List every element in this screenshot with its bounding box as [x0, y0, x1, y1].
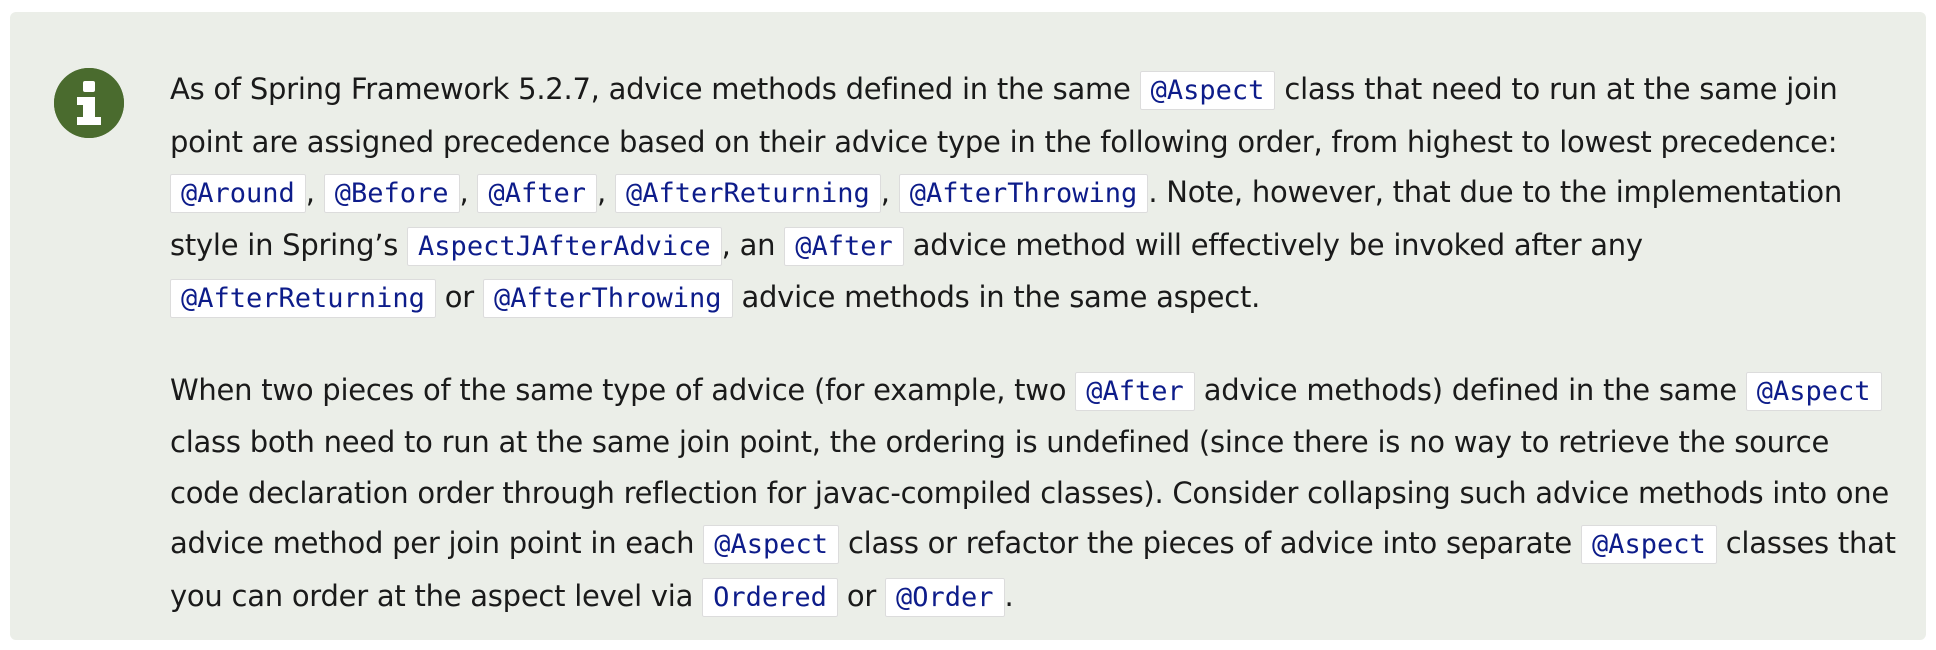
text-span: , [880, 175, 899, 209]
text-span: As of Spring Framework 5.2.7, advice met… [170, 72, 1140, 106]
text-span: , [459, 175, 478, 209]
text-span: . Note, however, that due to the impleme… [170, 175, 1843, 262]
admonition-content: As of Spring Framework 5.2.7, advice met… [170, 64, 1900, 623]
paragraph-same-type-advice: When two pieces of the same type of advi… [170, 365, 1900, 624]
text-span: , [305, 175, 324, 209]
text-span: class or refactor the pieces of advice i… [839, 526, 1581, 560]
text-span: . [1004, 578, 1014, 613]
code-aspect: @Aspect [703, 525, 839, 564]
code-afterthrowing: @AfterThrowing [482, 279, 733, 318]
code-after: @After [1075, 371, 1195, 411]
code-afterthrowing: @AfterThrowing [898, 174, 1149, 213]
code-after: @After [784, 226, 904, 266]
text-span: , [597, 175, 615, 209]
code-after: @After [477, 174, 598, 213]
code-aspect: @Aspect [1745, 371, 1882, 411]
text-span: advice methods in the same aspect. [732, 280, 1261, 314]
paragraph-advice-precedence: As of Spring Framework 5.2.7, advice met… [170, 64, 1900, 325]
note-admonition: As of Spring Framework 5.2.7, advice met… [10, 12, 1926, 640]
code-ordered: Ordered [702, 577, 838, 617]
text-span: classes that you can order at the aspect… [170, 526, 1896, 613]
text-span: class that need to run at the same join … [170, 72, 1838, 159]
text-span: class both need to run at the same join … [170, 425, 1890, 560]
code-aspect: @Aspect [1139, 71, 1276, 110]
text-span: When two pieces of the same type of advi… [170, 372, 1076, 407]
info-icon-glyph [54, 68, 124, 138]
text-span: or [837, 578, 885, 613]
info-icon [54, 68, 124, 138]
code-afterreturning: @AfterReturning [170, 279, 436, 318]
text-span: advice methods) defined in the same [1194, 372, 1746, 407]
code-order: @Order [885, 577, 1005, 617]
text-span: advice method will effectively be invoke… [903, 227, 1643, 262]
code-afterreturning: @AfterReturning [614, 174, 881, 213]
code-before: @Before [323, 174, 460, 213]
code-aspect: @Aspect [1580, 525, 1717, 564]
code-aspectjafteradvice: AspectJAfterAdvice [407, 226, 722, 266]
code-around: @Around [170, 174, 306, 213]
text-span: or [435, 280, 483, 314]
text-span: , an [721, 227, 785, 262]
